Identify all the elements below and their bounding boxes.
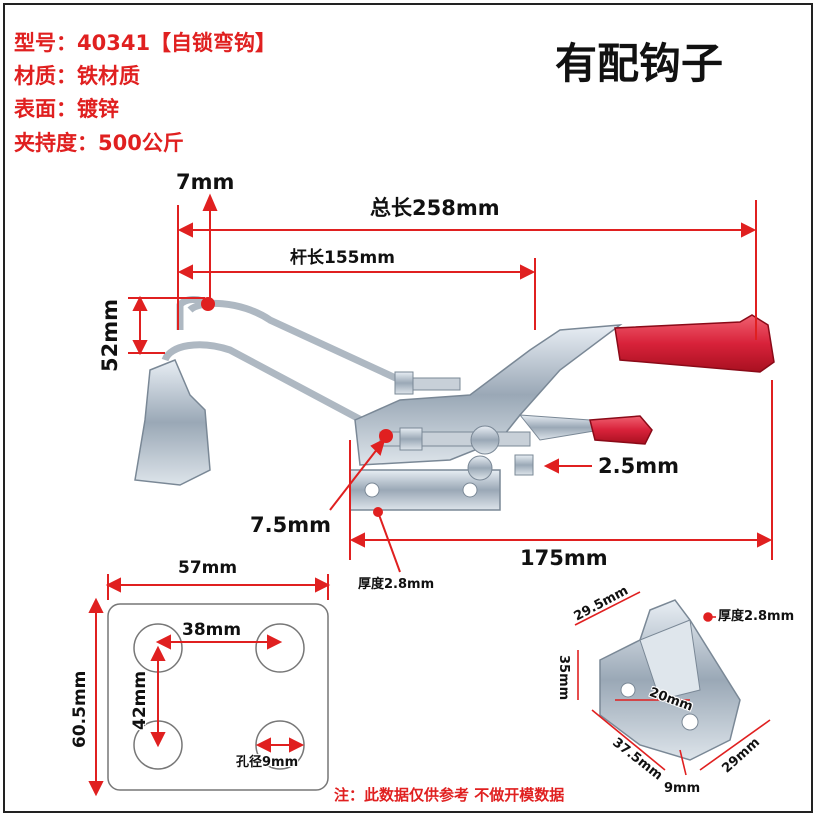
disclaimer-note: 注：此数据仅供参考 不做开模数据 <box>334 786 565 804</box>
upper-handle-grip <box>614 314 775 373</box>
spec-model: 型号：40341【自锁弯钩】 <box>14 31 277 55</box>
page-title: 有配钩子 <box>555 39 724 88</box>
label-hook-height: 35mm <box>556 655 571 701</box>
spec-force: 夹持度：500公斤 <box>14 131 184 155</box>
spec-surface: 表面：镀锌 <box>14 97 119 121</box>
label-handle-gap: 2.5mm <box>598 454 679 478</box>
hook-drawing <box>599 599 741 761</box>
label-plate-width: 57mm <box>178 558 238 578</box>
base-plate-dimensions <box>88 574 331 797</box>
label-hook-thickness: 厚度2.8mm <box>718 609 795 624</box>
hook-dimensions <box>574 591 771 776</box>
label-plate-height: 60.5mm <box>70 670 90 748</box>
label-hole-spacing-x: 38mm <box>182 620 242 640</box>
label-total-length: 总长258mm <box>370 196 500 220</box>
label-hole-spacing-y: 42mm <box>130 670 150 730</box>
label-base-offset: 7.5mm <box>250 513 331 537</box>
label-height: 52mm <box>98 299 122 372</box>
spec-material: 材质：铁材质 <box>14 64 140 88</box>
dimension-lines <box>128 193 773 573</box>
label-rod-length: 杆长155mm <box>290 248 395 268</box>
lower-handle-grip <box>589 415 653 445</box>
clamp-body <box>134 296 623 511</box>
label-hole-diameter: 孔径9mm <box>236 755 299 770</box>
label-hook-hole: 9mm <box>664 781 701 796</box>
label-offset-top: 7mm <box>176 170 235 194</box>
label-base-length: 175mm <box>520 546 608 570</box>
label-base-thickness: 厚度2.8mm <box>358 577 435 592</box>
